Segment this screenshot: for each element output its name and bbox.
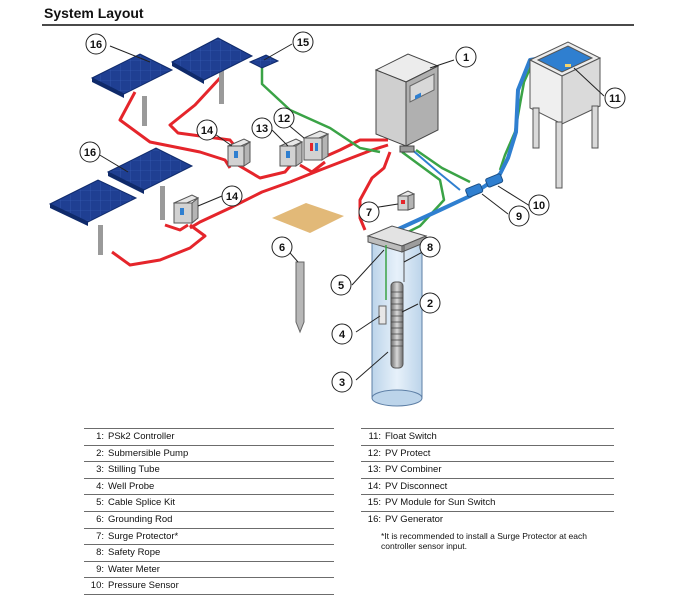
callout-9: 9 (508, 205, 530, 227)
legend-row: 7:Surge Protector* (84, 527, 334, 545)
pv-array-lower-right (106, 147, 194, 220)
callouts: 16 15 1 12 13 14 16 14 11 7 10 9 8 6 5 2… (79, 31, 626, 393)
svg-text:14: 14 (201, 125, 214, 137)
svg-text:6: 6 (279, 242, 285, 254)
callout-12: 12 (273, 107, 295, 129)
legend-row: 3:Stilling Tube (84, 461, 334, 478)
ground-patch (272, 203, 344, 233)
svg-text:15: 15 (297, 37, 309, 49)
legend-row: 8:Safety Rope (84, 544, 334, 561)
svg-text:14: 14 (226, 191, 239, 203)
callout-11: 11 (604, 87, 626, 109)
callout-4: 4 (331, 323, 353, 345)
legend-row: 5:Cable Splice Kit (84, 494, 334, 511)
svg-text:4: 4 (339, 329, 346, 341)
pv-array-upper-left (90, 53, 174, 126)
legend-row: 13:PV Combiner (361, 461, 614, 478)
legend-row: 1:PSk2 Controller (84, 428, 334, 445)
svg-text:13: 13 (256, 123, 268, 135)
legend-row: 4:Well Probe (84, 477, 334, 495)
legend-left: 1:PSk2 Controller 2:Submersible Pump 3:S… (84, 428, 334, 595)
svg-text:16: 16 (90, 39, 102, 51)
page-title: System Layout (44, 5, 144, 21)
pv-module-sun-switch (248, 54, 280, 69)
surge-protector (396, 190, 416, 211)
water-tank (528, 41, 602, 189)
callout-15: 15 (292, 31, 314, 53)
svg-text:11: 11 (609, 93, 621, 105)
red-cables (111, 76, 392, 267)
legend-row: 6:Grounding Rod (84, 510, 334, 528)
svg-text:2: 2 (427, 298, 433, 310)
callout-2: 2 (419, 292, 441, 314)
pv-combiner (278, 138, 304, 167)
pv-protect (302, 130, 330, 161)
callout-6: 6 (271, 236, 293, 258)
legend-row: 9:Water Meter (84, 560, 334, 578)
callout-16-upper: 16 (85, 33, 107, 55)
callout-5: 5 (330, 274, 352, 296)
svg-text:8: 8 (427, 242, 433, 254)
callout-1: 1 (455, 46, 477, 68)
psk2-controller (374, 53, 440, 153)
svg-text:10: 10 (533, 200, 545, 212)
callout-7: 7 (358, 201, 380, 223)
legend-row: 2:Submersible Pump (84, 444, 334, 462)
callout-14-upper: 14 (196, 119, 218, 141)
well (366, 225, 428, 407)
legend-row: 12:PV Protect (361, 444, 614, 462)
svg-text:3: 3 (339, 377, 345, 389)
svg-text:5: 5 (338, 280, 344, 292)
callout-8: 8 (419, 236, 441, 258)
pv-disconnect-lower (172, 194, 200, 225)
water-meter (465, 173, 504, 198)
pv-array-lower-left (48, 179, 138, 255)
callout-13: 13 (251, 117, 273, 139)
pv-array-upper-right (170, 37, 254, 104)
legend-row: 10:Pressure Sensor (84, 577, 334, 595)
svg-text:9: 9 (516, 211, 522, 223)
legend-row: 14:PV Disconnect (361, 477, 614, 495)
legend-right: 11:Float Switch 12:PV Protect 13:PV Comb… (361, 428, 614, 551)
title-divider (42, 24, 634, 26)
system-diagram: 16 15 1 12 13 14 16 14 11 7 10 9 8 6 5 2… (48, 31, 626, 407)
svg-text:7: 7 (366, 207, 372, 219)
callout-10: 10 (528, 194, 550, 216)
svg-text:12: 12 (278, 113, 290, 125)
legend-row: 16:PV Generator (361, 510, 614, 528)
surge-protector-note: *It is recommended to install a Surge Pr… (381, 530, 587, 551)
callout-3: 3 (331, 371, 353, 393)
grounding-rod (295, 261, 305, 334)
svg-text:16: 16 (84, 147, 96, 159)
callout-16-lower: 16 (79, 141, 101, 163)
legend-row: 11:Float Switch (361, 428, 614, 445)
legend-row: 15:PV Module for Sun Switch (361, 494, 614, 511)
pv-disconnect-upper (226, 138, 252, 167)
svg-text:1: 1 (463, 52, 469, 64)
callout-14-lower: 14 (221, 185, 243, 207)
